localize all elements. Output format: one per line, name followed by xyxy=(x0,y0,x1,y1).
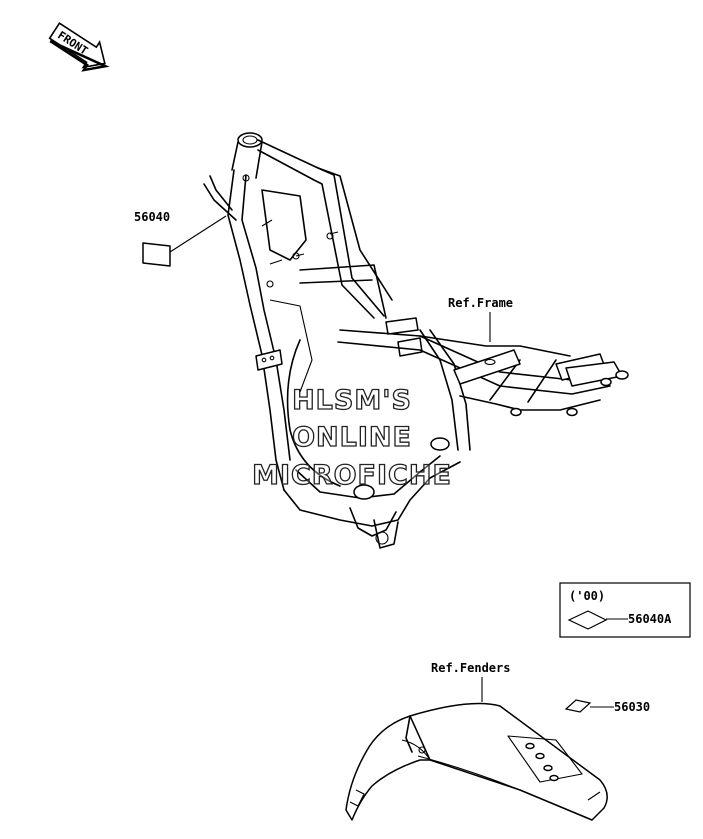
ref-frame-callout[interactable]: Ref.Frame xyxy=(448,296,513,342)
part-56040[interactable]: 56040 xyxy=(134,210,227,267)
label-56040a-icon xyxy=(567,610,608,630)
ref-fenders-callout[interactable]: Ref.Fenders xyxy=(431,661,510,702)
label-56030-icon xyxy=(564,699,592,713)
watermark: HLSM'S ONLINE MICROFICHE xyxy=(251,384,452,491)
watermark-line-1: HLSM'S xyxy=(292,385,412,416)
front-arrow-icon: FRONT xyxy=(48,22,110,72)
watermark-line-2: ONLINE xyxy=(292,422,412,453)
part-56040a[interactable]: 56040A xyxy=(567,610,672,630)
rear-fender-illustration xyxy=(345,702,608,821)
part-56030[interactable]: 56030 xyxy=(564,699,650,714)
watermark-line-3: MICROFICHE xyxy=(252,460,452,491)
frame-illustration xyxy=(203,132,629,549)
part-number-56040: 56040 xyxy=(134,210,170,224)
variant-year-code: ('00) xyxy=(569,589,605,603)
ref-frame-label: Ref.Frame xyxy=(448,296,513,310)
variant-box: ('00) 56040A xyxy=(559,582,691,638)
label-56040-icon xyxy=(142,242,171,267)
part-number-56040a: 56040A xyxy=(628,612,672,626)
part-number-56030: 56030 xyxy=(614,700,650,714)
ref-fenders-label: Ref.Fenders xyxy=(431,661,510,675)
